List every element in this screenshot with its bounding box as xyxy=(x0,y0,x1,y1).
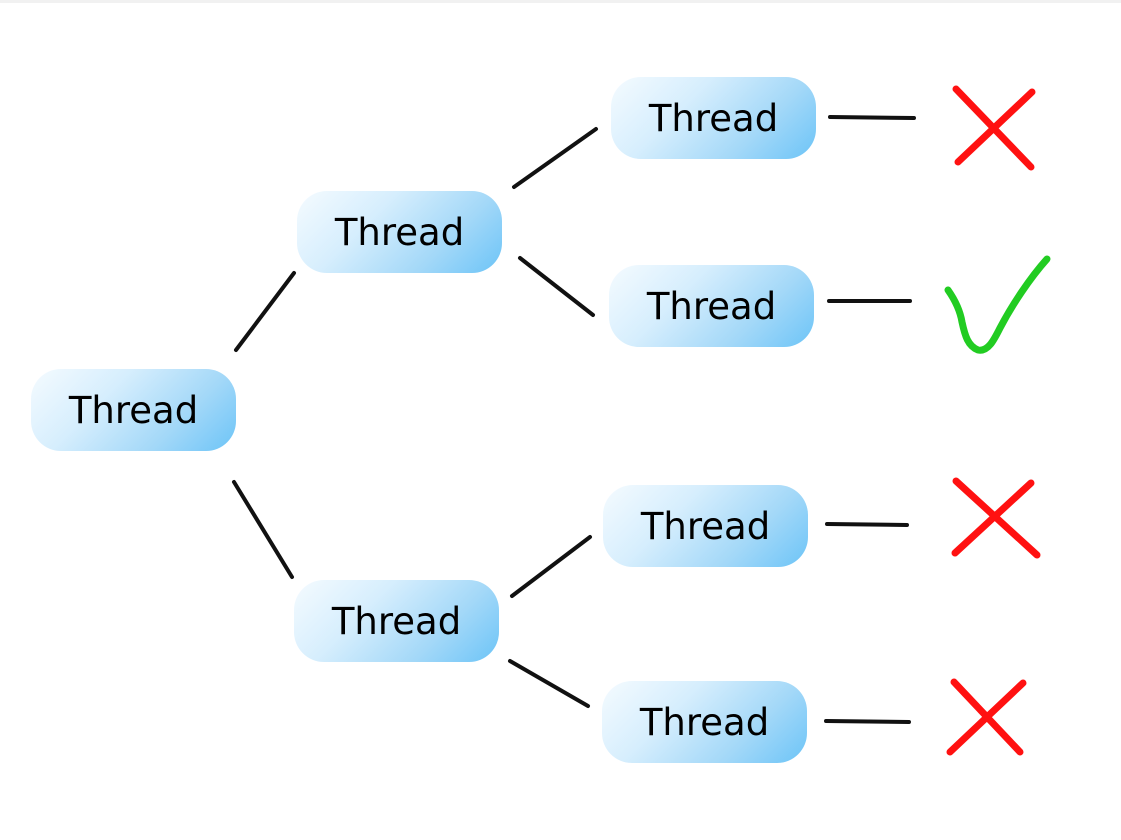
thread-node-leaf-3: Thread xyxy=(603,485,808,567)
edge-a1-to-outcome xyxy=(828,115,916,120)
thread-node-level1-upper: Thread xyxy=(297,191,502,273)
thread-node-leaf-2: Thread xyxy=(609,265,814,347)
edge-root-to-b xyxy=(232,480,294,579)
edge-b-to-b1 xyxy=(510,535,592,598)
edge-b-to-b2 xyxy=(508,659,590,708)
fail-cross-icon xyxy=(946,678,1027,756)
fail-cross-icon xyxy=(952,85,1036,171)
thread-node-leaf-4: Thread xyxy=(602,681,807,763)
thread-node-root: Thread xyxy=(31,369,236,451)
edge-a-to-a1 xyxy=(512,127,598,189)
edge-b2-to-outcome xyxy=(824,719,911,724)
success-check-icon xyxy=(944,255,1051,354)
edge-a-to-a2 xyxy=(518,256,595,317)
top-border xyxy=(0,0,1121,3)
thread-node-level1-lower: Thread xyxy=(294,580,499,662)
edge-root-to-a xyxy=(234,271,296,352)
fail-cross-icon xyxy=(951,477,1041,559)
edge-b1-to-outcome xyxy=(825,522,909,527)
thread-node-leaf-1: Thread xyxy=(611,77,816,159)
